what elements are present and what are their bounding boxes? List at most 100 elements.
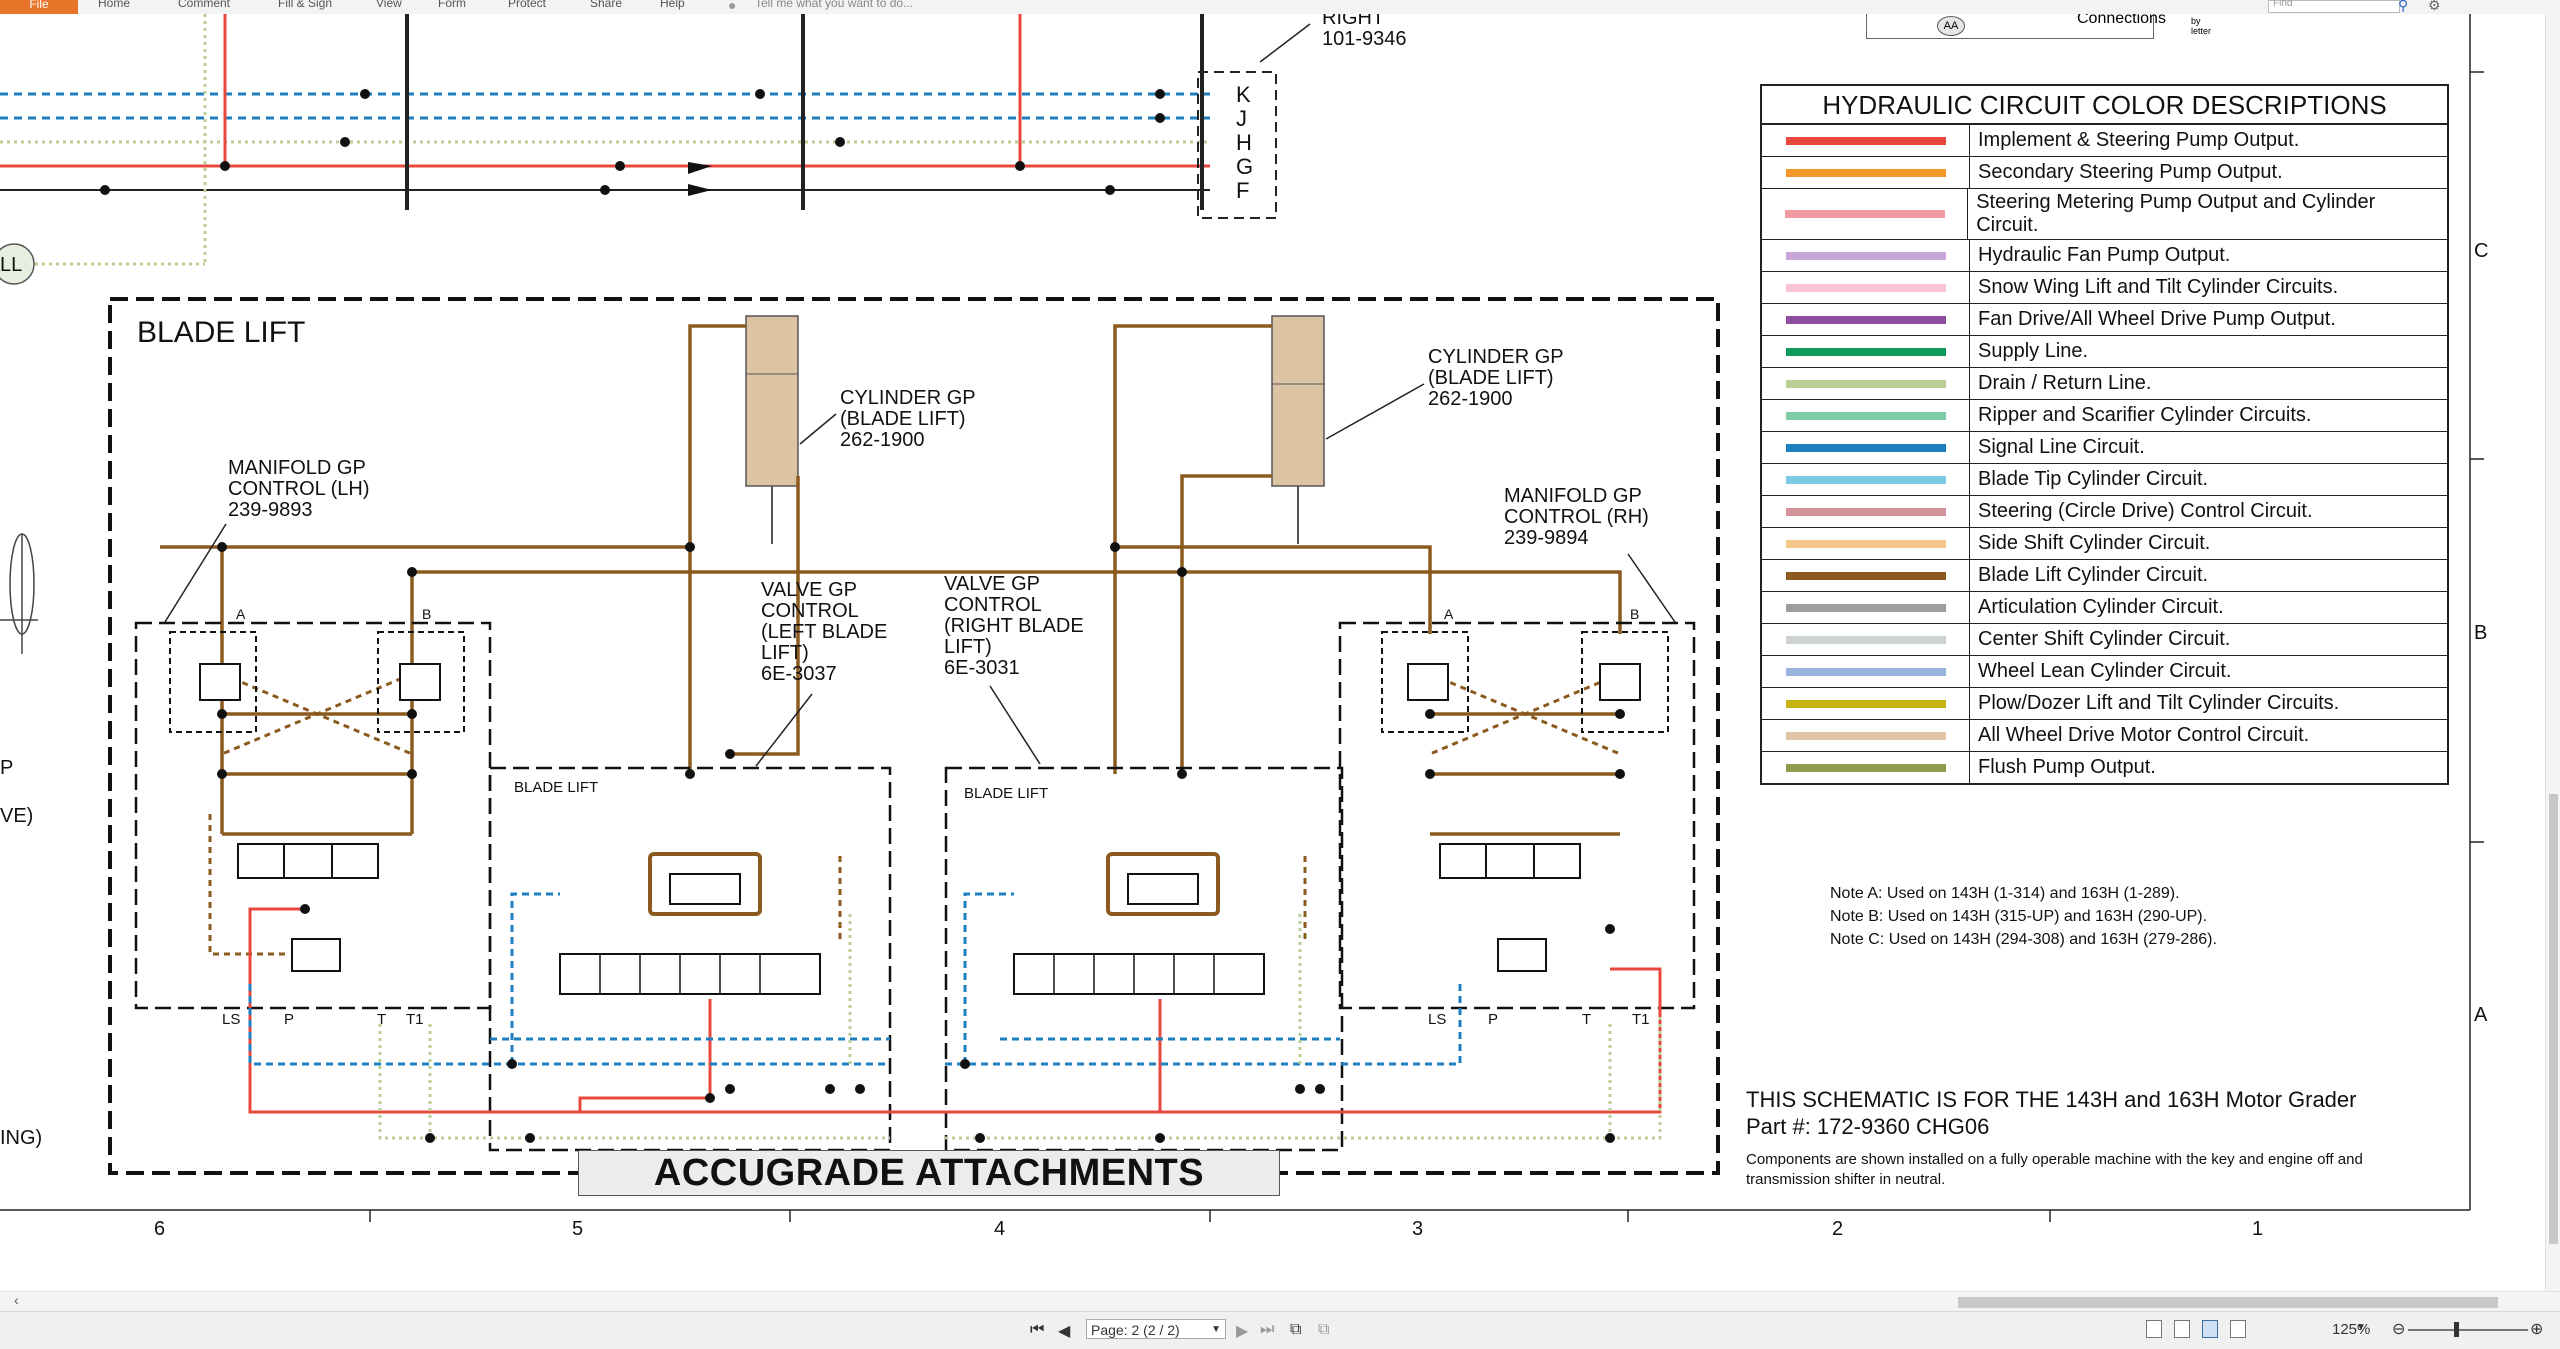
manifold-rh-line3: 239-9894 <box>1504 527 1589 549</box>
tab-view[interactable]: View <box>376 0 402 10</box>
cylinder-left <box>745 315 799 487</box>
legend-swatch-cell <box>1762 720 1970 751</box>
connections-widget: AA Connections by letter <box>1866 14 2211 39</box>
lh-port-p: P <box>284 1011 294 1028</box>
column-6: 6 <box>154 1218 166 1240</box>
two-page-continuous-view-icon[interactable] <box>2230 1320 2246 1338</box>
horizontal-scrollbar[interactable]: ‹ <box>0 1291 2560 1312</box>
legend-row: Side Shift Cylinder Circuit. <box>1762 528 2447 560</box>
page-number-field[interactable]: Page: 2 (2 / 2) ▼ <box>1086 1319 1226 1339</box>
legend-label: All Wheel Drive Motor Control Circuit. <box>1978 724 2310 746</box>
manifold-rh-box <box>1338 621 1696 1010</box>
valve-left-line1: VALVE GP <box>761 579 857 601</box>
valve-left-line2: CONTROL <box>761 600 859 622</box>
legend-swatch-cell <box>1762 304 1970 335</box>
previous-view-icon[interactable]: ⧉ <box>1290 1321 1302 1338</box>
valve-right-spool <box>1013 953 1265 995</box>
grid-ticks <box>369 71 2484 1222</box>
legend-swatch <box>1785 507 1946 516</box>
scroll-left-icon[interactable]: ‹ <box>14 1292 19 1308</box>
legend-row: All Wheel Drive Motor Control Circuit. <box>1762 720 2447 752</box>
row-b: B <box>2474 622 2488 644</box>
search-icon[interactable]: ⚲ <box>2398 0 2409 13</box>
legend-row: Steering Metering Pump Output and Cylind… <box>1762 189 2447 240</box>
next-page-icon[interactable]: ▶ <box>1236 1323 1249 1340</box>
vertical-scrollbar[interactable] <box>2545 14 2560 1291</box>
column-1: 1 <box>2252 1218 2264 1240</box>
schematic-for-note: THIS SCHEMATIC IS FOR THE 143H and 163H … <box>1746 1086 2356 1140</box>
legend-label: Fan Drive/All Wheel Drive Pump Output. <box>1978 308 2336 330</box>
zoom-slider[interactable]: ⊖ ⊕ <box>2392 1321 2544 1338</box>
column-3: 3 <box>1412 1218 1424 1240</box>
tell-me-input[interactable]: Tell me what you want to do... <box>755 0 914 10</box>
rh-port-t: T <box>1582 1011 1591 1028</box>
manifold-rh-line1: MANIFOLD GP <box>1504 485 1642 507</box>
legend-row: Signal Line Circuit. <box>1762 432 2447 464</box>
legend-swatch-cell <box>1762 496 1970 527</box>
legend-row: Steering (Circle Drive) Control Circuit. <box>1762 496 2447 528</box>
note-a: Note A: Used on 143H (1-314) and 163H (1… <box>1830 885 2180 902</box>
gear-icon[interactable]: ⚙ <box>2428 0 2441 13</box>
vertical-scroll-thumb[interactable] <box>2549 794 2558 1244</box>
part-number: Part #: 172-9360 CHG06 <box>1746 1114 1990 1139</box>
horizontal-scroll-thumb[interactable] <box>1958 1297 2498 1308</box>
cyl-left-line1: CYLINDER GP <box>840 387 976 409</box>
last-page-icon[interactable]: ⏭ <box>1260 1321 1275 1338</box>
legend-swatch-cell <box>1762 189 1969 239</box>
hydraulic-schematic: RIGHT 101-9346 K J H G F LL P VE) ING) B… <box>0 14 2484 1222</box>
file-tab[interactable]: File <box>0 0 78 14</box>
tab-share[interactable]: Share <box>590 0 623 10</box>
legend-swatch <box>1785 667 1946 676</box>
rh-port-ls: LS <box>1428 1011 1446 1028</box>
legend-swatch-cell <box>1762 272 1970 303</box>
legend-swatch-cell <box>1762 752 1970 783</box>
legend-row: Wheel Lean Cylinder Circuit. <box>1762 656 2447 688</box>
zoom-out-icon[interactable]: ⊖ <box>2392 1321 2406 1338</box>
legend-swatch <box>1785 475 1946 484</box>
lh-port-a: A <box>236 606 246 622</box>
left-edge-label-p: P <box>0 757 13 779</box>
legend-row: Center Shift Cylinder Circuit. <box>1762 624 2447 656</box>
legend-row: Snow Wing Lift and Tilt Cylinder Circuit… <box>1762 272 2447 304</box>
zoom-level[interactable]: 125% <box>2332 1321 2371 1338</box>
single-page-view-icon[interactable] <box>2146 1320 2162 1338</box>
legend-swatch-cell <box>1762 432 1970 463</box>
tab-fill-sign[interactable]: Fill & Sign <box>278 0 333 10</box>
zoom-in-icon[interactable]: ⊕ <box>2530 1321 2544 1338</box>
legend-label: Supply Line. <box>1978 340 2089 362</box>
column-5: 5 <box>572 1218 584 1240</box>
legend-label: Steering Metering Pump Output and Cylind… <box>1976 191 2376 236</box>
find-input[interactable]: Find <box>2268 0 2400 13</box>
legend-swatch-cell <box>1762 400 1970 431</box>
tab-protect[interactable]: Protect <box>508 0 547 10</box>
tab-form[interactable]: Form <box>438 0 466 10</box>
connections-badge: AA <box>1937 16 1965 36</box>
tab-help[interactable]: Help <box>660 0 685 10</box>
chevron-down-icon[interactable]: ▼ <box>1211 1324 1221 1335</box>
valve-left-box-label: BLADE LIFT <box>514 779 598 796</box>
first-page-icon[interactable]: ⏮ <box>1030 1321 1045 1338</box>
zoom-slider-knob[interactable] <box>2454 1322 2459 1337</box>
prev-page-icon[interactable]: ◀ <box>1058 1323 1071 1340</box>
legend-label: Plow/Dozer Lift and Tilt Cylinder Circui… <box>1978 692 2340 714</box>
row-a: A <box>2474 1004 2488 1026</box>
legend-swatch <box>1785 251 1946 260</box>
zoom-dropdown-icon[interactable]: ▼ <box>2356 1322 2366 1333</box>
rh-spool <box>1439 843 1581 879</box>
next-view-icon[interactable]: ⧉ <box>1318 1321 1330 1338</box>
tab-home[interactable]: Home <box>98 0 131 10</box>
connector-letter-g: G <box>1236 154 1253 179</box>
legend-label: Blade Lift Cylinder Circuit. <box>1978 564 2209 586</box>
two-page-view-icon[interactable] <box>2202 1320 2218 1338</box>
upper-section-lines <box>0 14 1277 266</box>
column-4: 4 <box>994 1218 1006 1240</box>
legend-swatch <box>1785 539 1946 548</box>
legend-swatch-cell <box>1762 624 1970 655</box>
connector-letter-j: J <box>1236 106 1247 131</box>
manifold-rh-line2: CONTROL (RH) <box>1504 506 1649 528</box>
tab-comment[interactable]: Comment <box>178 0 231 10</box>
legend-swatch <box>1785 603 1946 612</box>
manifold-lh-line2: CONTROL (LH) <box>228 478 369 500</box>
connector-letter-f: F <box>1236 178 1249 203</box>
continuous-view-icon[interactable] <box>2174 1320 2190 1338</box>
